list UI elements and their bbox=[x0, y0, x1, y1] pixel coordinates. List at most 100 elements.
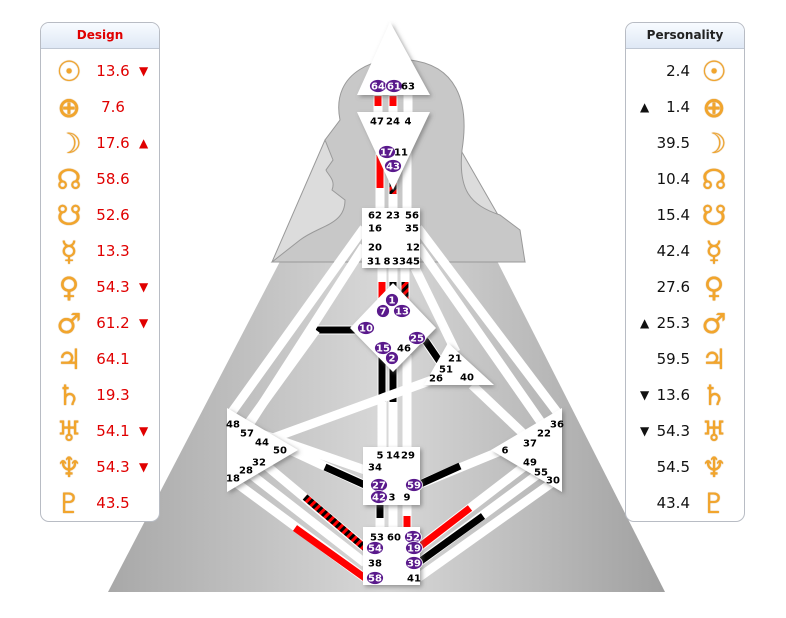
personality-mercury-value: 42.4 bbox=[656, 242, 690, 260]
gate-26[interactable]: 26 bbox=[429, 374, 443, 385]
gate-63[interactable]: 63 bbox=[401, 82, 415, 93]
gate-number: 48 bbox=[226, 420, 240, 431]
spleen-center[interactable] bbox=[227, 408, 298, 492]
gate-42[interactable]: 42 bbox=[370, 490, 388, 504]
gate-active-marker bbox=[408, 331, 426, 345]
design-north-node-value: 58.6 bbox=[96, 170, 130, 188]
gate-58[interactable]: 58 bbox=[366, 571, 384, 585]
gate-number: 29 bbox=[401, 451, 415, 462]
gate-24[interactable]: 24 bbox=[386, 117, 400, 128]
gate-48[interactable]: 48 bbox=[226, 420, 240, 431]
gate-number: 64 bbox=[371, 82, 385, 93]
gate-17[interactable]: 17 bbox=[378, 145, 396, 159]
gate-30[interactable]: 30 bbox=[546, 476, 560, 487]
gate-15[interactable]: 15 bbox=[374, 341, 392, 355]
gate-16[interactable]: 16 bbox=[368, 224, 382, 235]
gate-10[interactable]: 10 bbox=[357, 321, 375, 335]
channel-16-48 bbox=[228, 225, 368, 415]
solar-plexus-center[interactable] bbox=[491, 408, 562, 492]
gate-active-marker bbox=[405, 541, 423, 555]
gate-18[interactable]: 18 bbox=[226, 474, 240, 485]
gate-32[interactable]: 32 bbox=[252, 458, 266, 469]
gate-number: 24 bbox=[386, 117, 400, 128]
gate-number: 43 bbox=[386, 162, 400, 173]
gate-62[interactable]: 62 bbox=[368, 211, 382, 222]
mars-icon: ♂ bbox=[56, 306, 82, 340]
gate-8[interactable]: 8 bbox=[384, 257, 391, 268]
gate-28[interactable]: 28 bbox=[239, 466, 253, 477]
gate-6[interactable]: 6 bbox=[502, 446, 509, 457]
gate-33[interactable]: 33 bbox=[392, 257, 406, 268]
gate-22[interactable]: 22 bbox=[537, 429, 551, 440]
gate-44[interactable]: 44 bbox=[255, 438, 269, 449]
gate-56[interactable]: 56 bbox=[405, 211, 419, 222]
gate-5[interactable]: 5 bbox=[377, 451, 384, 462]
gate-number: 46 bbox=[397, 344, 411, 355]
gate-9[interactable]: 9 bbox=[404, 493, 411, 504]
gate-14[interactable]: 14 bbox=[386, 451, 400, 462]
personality-south-node-value: 15.4 bbox=[656, 206, 690, 224]
gate-55[interactable]: 55 bbox=[534, 468, 548, 479]
gate-27-activation bbox=[323, 463, 367, 489]
gate-active-marker bbox=[366, 571, 384, 585]
gate-25[interactable]: 25 bbox=[408, 331, 426, 345]
gate-number: 19 bbox=[407, 544, 421, 555]
gate-number: 28 bbox=[239, 466, 253, 477]
design-venus-value: 54.3 bbox=[96, 278, 130, 296]
gate-37[interactable]: 37 bbox=[523, 439, 537, 450]
design-row-north-node: ☊58.6 bbox=[41, 161, 159, 197]
design-south-node-value: 52.6 bbox=[96, 206, 130, 224]
gate-20[interactable]: 20 bbox=[368, 243, 382, 254]
gate-64[interactable]: 64 bbox=[369, 79, 387, 93]
gate-46[interactable]: 46 bbox=[397, 344, 411, 355]
gate-19[interactable]: 19 bbox=[405, 541, 423, 555]
ego-center[interactable] bbox=[424, 343, 494, 385]
personality-pluto-value: 43.4 bbox=[656, 494, 690, 512]
gate-13[interactable]: 13 bbox=[393, 304, 411, 318]
gate-number: 31 bbox=[367, 257, 381, 268]
gate-40[interactable]: 40 bbox=[460, 373, 474, 384]
gate-4[interactable]: 4 bbox=[405, 117, 412, 128]
gate-2[interactable]: 2 bbox=[385, 351, 399, 365]
gate-12[interactable]: 12 bbox=[406, 243, 420, 254]
gate-29[interactable]: 29 bbox=[401, 451, 415, 462]
gate-number: 12 bbox=[406, 243, 420, 254]
gate-number: 57 bbox=[240, 429, 254, 440]
gate-49[interactable]: 49 bbox=[523, 458, 537, 469]
personality-uranus-value: 54.3 bbox=[656, 422, 690, 440]
gate-43[interactable]: 43 bbox=[384, 159, 402, 173]
gate-active-marker bbox=[376, 304, 390, 318]
gate-41[interactable]: 41 bbox=[407, 574, 421, 585]
gate-53[interactable]: 53 bbox=[370, 533, 384, 544]
gate-57[interactable]: 57 bbox=[240, 429, 254, 440]
throat-center[interactable] bbox=[362, 208, 420, 268]
gate-35[interactable]: 35 bbox=[405, 224, 419, 235]
gate-23[interactable]: 23 bbox=[386, 211, 400, 222]
gate-54[interactable]: 54 bbox=[366, 541, 384, 555]
gate-31[interactable]: 31 bbox=[367, 257, 381, 268]
gate-59[interactable]: 59 bbox=[405, 478, 423, 492]
gate-number: 9 bbox=[404, 493, 411, 504]
gate-39[interactable]: 39 bbox=[405, 556, 423, 570]
gate-36[interactable]: 36 bbox=[550, 420, 564, 431]
gate-3[interactable]: 3 bbox=[389, 493, 396, 504]
gate-11[interactable]: 11 bbox=[394, 148, 408, 159]
gate-1[interactable]: 1 bbox=[385, 293, 399, 307]
gate-61[interactable]: 61 bbox=[385, 79, 403, 93]
head-center[interactable] bbox=[357, 22, 430, 95]
gate-47[interactable]: 47 bbox=[370, 117, 384, 128]
g-center[interactable] bbox=[350, 283, 436, 372]
gate-38[interactable]: 38 bbox=[368, 559, 382, 570]
gate-39-activation bbox=[415, 513, 486, 566]
gate-50[interactable]: 50 bbox=[273, 446, 287, 457]
gate-51[interactable]: 51 bbox=[439, 365, 453, 376]
gate-21[interactable]: 21 bbox=[448, 354, 462, 365]
gate-60[interactable]: 60 bbox=[387, 533, 401, 544]
design-row-venus: ♀54.3▼ bbox=[41, 269, 159, 305]
gate-number: 34 bbox=[368, 463, 382, 474]
gate-27[interactable]: 27 bbox=[370, 478, 388, 492]
gate-34[interactable]: 34 bbox=[368, 463, 382, 474]
gate-7[interactable]: 7 bbox=[376, 304, 390, 318]
gate-number: 7 bbox=[380, 307, 387, 318]
gate-45[interactable]: 45 bbox=[406, 257, 420, 268]
